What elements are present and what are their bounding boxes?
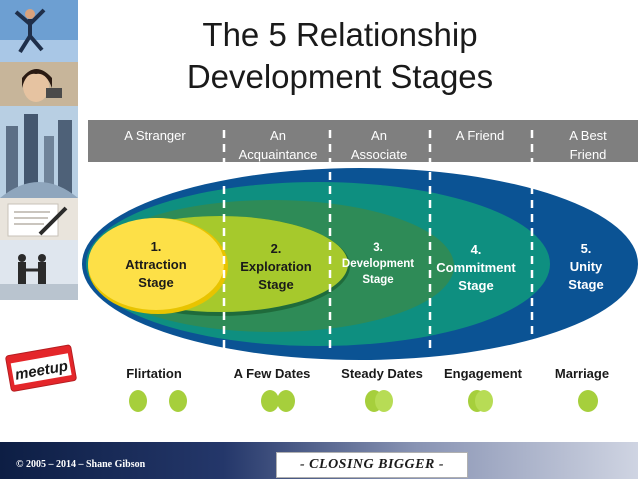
jumping-man-photo <box>0 0 78 62</box>
title-line-2: Development Stages <box>186 58 494 95</box>
milestone-flirtation: Flirtation <box>126 366 182 381</box>
stage-5-label: 5. Unity Stage <box>568 241 604 292</box>
header-stranger: A Stranger <box>124 128 186 143</box>
stage-4-label: 4. Commitment Stage <box>436 242 516 293</box>
circle-steady-dates-b <box>375 390 393 412</box>
circle-few-dates-b <box>277 390 295 412</box>
relationship-header-bar <box>88 120 638 162</box>
signing-document-photo <box>0 198 78 240</box>
stage-dividers <box>222 130 534 352</box>
milestone-marriage: Marriage <box>554 366 610 381</box>
page-title: The 5 Relationship Development Stages <box>140 14 540 98</box>
circle-engagement-b <box>475 390 493 412</box>
stage-1-label: 1. Attraction Stage <box>125 239 187 290</box>
stage-3-label: 3. Development Stage <box>341 242 415 286</box>
city-towers-photo <box>0 106 78 198</box>
stage1-ellipse <box>88 218 224 310</box>
closing-bigger-text: - CLOSING BIGGER - <box>300 457 444 472</box>
header-associate: An Associate <box>350 128 408 162</box>
copyright-text: © 2005 – 2014 – Shane Gibson <box>16 459 146 470</box>
circle-marriage <box>578 390 598 412</box>
title-line-1: The 5 Relationship <box>202 16 478 53</box>
circle-few-dates-a <box>261 390 279 412</box>
closing-bigger-box <box>276 452 468 478</box>
milestone-few-dates: A Few Dates <box>233 366 311 381</box>
meetup-logo: meetup <box>5 344 77 392</box>
stage-2-label: 2. Exploration Stage <box>240 241 312 292</box>
header-acquaintance: An Acquaintance <box>238 128 318 162</box>
header-best-friend: A Best Friend <box>569 128 607 162</box>
milestone-steady-dates: Steady Dates <box>341 366 423 381</box>
circle-flirtation-a <box>129 390 147 412</box>
handshake-photo <box>0 240 78 300</box>
header-friend: A Friend <box>455 128 505 143</box>
milestone-engagement: Engagement <box>443 366 522 381</box>
circle-flirtation-b <box>169 390 187 412</box>
photo-strip <box>0 0 78 320</box>
smiling-woman-photo <box>0 62 78 106</box>
milestone-circles <box>129 390 598 412</box>
